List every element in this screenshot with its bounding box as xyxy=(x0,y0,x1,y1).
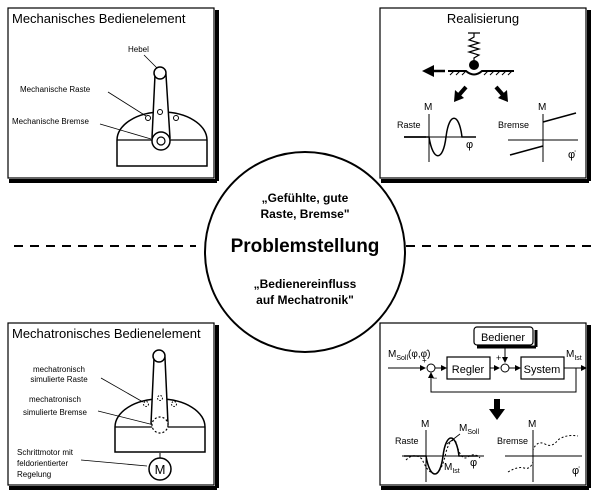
center-circle: „Gefühlte, gute Raste, Bremse" Problemst… xyxy=(204,151,406,353)
detent-surface xyxy=(448,70,514,76)
arrow-down-left-icon xyxy=(454,90,464,102)
raste-curve xyxy=(404,117,476,157)
plot-label-bremse: Bremse xyxy=(498,120,529,130)
virtual-pivot xyxy=(151,416,169,434)
sum-sign-minus: − xyxy=(432,373,437,383)
label-motor-line3: Regelung xyxy=(17,470,51,479)
label-raste-line1: mechatronisch xyxy=(33,365,85,374)
panel-realisierung: Realisierung M Raste φ M Bremse φ̇ xyxy=(379,7,591,183)
detent-ball xyxy=(469,60,479,70)
label-bremse-line2: simulierte Bremse xyxy=(23,408,88,417)
panel-control-loop: Bediener + MSoll(φ,φ̇) + − Regler System… xyxy=(379,322,591,490)
lever-knob xyxy=(153,66,167,80)
panel-mechatronic-element: Mechatronisches Bedienelement M mechatro… xyxy=(7,322,219,490)
arrow-down-icon xyxy=(489,409,505,420)
label-motor-line2: feldorientierter xyxy=(17,459,68,468)
bediener-box xyxy=(473,326,534,346)
quote-top-line1: „Gefühlte, gute xyxy=(262,191,349,205)
spring-icon xyxy=(466,32,482,62)
axis-x-label: φ̇ xyxy=(572,465,580,477)
label-motor-line1: Schrittmotor mit xyxy=(17,448,74,457)
detent-hole xyxy=(173,115,179,121)
panel-title: Mechanisches Bedienelement xyxy=(12,11,186,26)
panel-mechanical-element: Mechanisches Bedienelement Hebel Mechani… xyxy=(7,7,219,183)
m-ist-curve-label: MIst xyxy=(444,462,460,475)
detent-hole xyxy=(157,109,163,115)
lever xyxy=(150,357,169,425)
regler-label: Regler xyxy=(452,364,485,376)
axis-y-label: M xyxy=(424,102,432,113)
label-bremse-line1: mechatronisch xyxy=(29,395,81,404)
virtual-detent xyxy=(157,395,163,401)
m-soll-curve-label: MSoll xyxy=(459,423,479,436)
bremse-measured-curve xyxy=(507,435,579,473)
virtual-detent xyxy=(143,401,149,407)
label-mechanische-raste: Mechanische Raste xyxy=(20,85,91,94)
arrow-left-icon xyxy=(422,65,434,77)
m-soll-label: MSoll(φ,φ̇) xyxy=(388,349,430,362)
m-soll-curve xyxy=(404,437,478,475)
feedback-path xyxy=(428,368,577,393)
plot-label-raste: Raste xyxy=(397,120,421,130)
axis-y-label: M xyxy=(528,419,536,430)
panel-title: Realisierung xyxy=(447,11,519,26)
axis-y-label: M xyxy=(538,102,546,113)
pivot-inner xyxy=(156,136,166,146)
bremse-curve-left xyxy=(509,145,544,156)
sum-sign-plus: + xyxy=(422,356,427,365)
quote-bottom-line2: auf Mechatronik" xyxy=(256,293,354,307)
system-label: System xyxy=(524,364,561,376)
lever xyxy=(151,74,171,139)
quote-bottom-line1: „Bedienereinfluss xyxy=(254,277,357,291)
quote-top-line2: Raste, Bremse" xyxy=(260,207,349,221)
motor-symbol: M xyxy=(155,462,166,477)
arrow-down-right-icon xyxy=(498,90,508,102)
plot-label-bremse: Bremse xyxy=(497,436,528,446)
m-ist-label: MIst xyxy=(566,349,582,362)
sum-sign-plus-top: + xyxy=(496,353,501,363)
axis-x-label: φ xyxy=(470,457,477,469)
detent-hole xyxy=(145,115,151,121)
plot-label-raste: Raste xyxy=(395,436,419,446)
bediener-label: Bediener xyxy=(481,332,525,344)
motor-icon xyxy=(148,457,172,481)
center-title: Problemstellung xyxy=(231,236,380,257)
axis-y-label: M xyxy=(421,419,429,430)
virtual-detent xyxy=(171,401,177,407)
summing-junction xyxy=(426,363,436,373)
label-mechanische-bremse: Mechanische Bremse xyxy=(12,117,89,126)
label-hebel: Hebel xyxy=(128,45,149,54)
axis-x-label: φ̇ xyxy=(568,149,576,161)
bremse-curve-right xyxy=(542,112,577,123)
lever-knob xyxy=(152,349,166,363)
label-raste-line2: simulierte Raste xyxy=(30,375,88,384)
axis-x-label: φ xyxy=(466,139,473,151)
summing-junction xyxy=(500,363,510,373)
panel-title: Mechatronisches Bedienelement xyxy=(12,326,201,341)
